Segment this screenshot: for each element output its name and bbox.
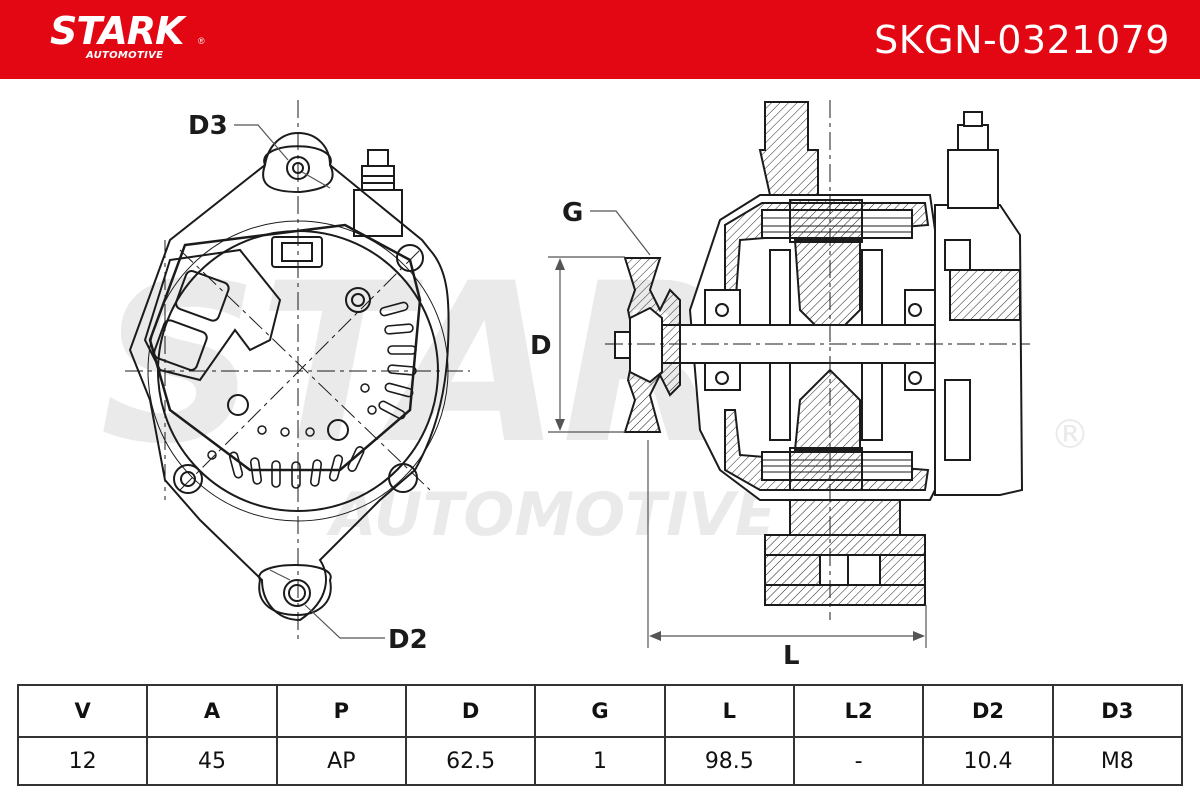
spec-value-a: 45 bbox=[146, 736, 278, 786]
g-leader bbox=[590, 210, 651, 256]
spec-value-v: 12 bbox=[16, 736, 149, 786]
spec-value-p: AP bbox=[275, 736, 407, 786]
spec-value-d: 62.5 bbox=[404, 736, 537, 786]
d3-leader bbox=[234, 124, 331, 189]
spec-value-g: 1 bbox=[534, 736, 666, 786]
spec-header-row: V A P D G L L2 D2 D3 bbox=[16, 684, 1184, 738]
l-dimension bbox=[647, 440, 927, 648]
alternator-drawing: STARK AUTOMOTIVE ® bbox=[100, 100, 1090, 671]
front-view bbox=[125, 100, 470, 640]
logo-registered-mark: ® bbox=[198, 36, 205, 46]
spec-header-d: D bbox=[404, 684, 537, 738]
spec-value-l2: - bbox=[792, 736, 925, 786]
spec-header-d2: D2 bbox=[922, 684, 1054, 738]
spec-value-row: 12 45 AP 62.5 1 98.5 - 10.4 M8 bbox=[16, 736, 1184, 786]
label-d3: D3 bbox=[188, 111, 228, 141]
spec-value-d2: 10.4 bbox=[922, 736, 1054, 786]
label-d: D bbox=[530, 331, 552, 361]
spec-header-g: G bbox=[534, 684, 666, 738]
logo-brand: STARK bbox=[50, 9, 184, 53]
spec-header-p: P bbox=[275, 684, 407, 738]
side-section-view bbox=[614, 101, 1024, 606]
spec-value-d3: M8 bbox=[1051, 736, 1184, 786]
spec-header-l2: L2 bbox=[792, 684, 925, 738]
spec-header-l: L bbox=[663, 684, 795, 738]
label-d2: D2 bbox=[388, 625, 428, 655]
d2-leader bbox=[269, 569, 385, 639]
header-bar: STARK AUTOMOTIVE ® SKGN-0321079 bbox=[0, 0, 1200, 79]
d-dimension bbox=[548, 256, 625, 433]
spec-header-v: V bbox=[16, 684, 149, 738]
logo-subtitle: AUTOMOTIVE bbox=[86, 50, 164, 61]
spec-table: V A P D G L L2 D2 D3 12 45 AP 62.5 1 98.… bbox=[16, 684, 1184, 786]
watermark-sub: AUTOMOTIVE bbox=[326, 480, 776, 550]
spec-value-l: 98.5 bbox=[663, 736, 795, 786]
spec-header-d3: D3 bbox=[1051, 684, 1184, 738]
watermark-registered: ® bbox=[1050, 412, 1090, 458]
label-l: L bbox=[783, 641, 800, 671]
part-number: SKGN-0321079 bbox=[874, 18, 1170, 62]
stark-logo: STARK AUTOMOTIVE ® bbox=[50, 10, 210, 70]
section-centerlines bbox=[605, 100, 1030, 620]
spec-header-a: A bbox=[146, 684, 278, 738]
label-g: G bbox=[562, 198, 583, 228]
